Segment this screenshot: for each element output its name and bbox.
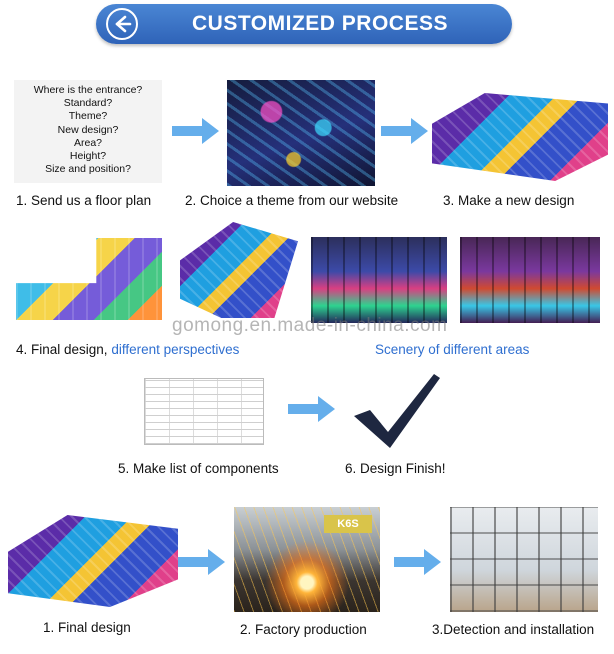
bottom-step-2-caption: 2. Factory production — [240, 622, 367, 637]
question-line: Standard? — [63, 97, 113, 110]
components-list-image — [144, 378, 264, 445]
page-title: CUSTOMIZED PROCESS — [192, 12, 448, 35]
new-design-render — [432, 93, 608, 181]
question-line: Height? — [69, 150, 107, 163]
scenery-image-2 — [460, 237, 600, 323]
final-design-perspective — [180, 222, 298, 318]
step-4-highlight: different perspectives — [111, 342, 240, 357]
step-4-prefix: 4. Final design, — [16, 342, 112, 357]
final-design-topview — [16, 238, 162, 320]
scenery-image-1 — [311, 237, 447, 323]
question-line: New design? — [57, 123, 119, 136]
arrow-right-icon — [381, 117, 429, 145]
question-line: Theme? — [68, 110, 108, 123]
step-6-caption: 6. Design Finish! — [345, 461, 446, 476]
step-4-caption: 4. Final design, different perspectives — [16, 342, 239, 357]
watermark-text: gomong.en.made-in-china.com — [172, 315, 448, 336]
step-1-caption: 1. Send us a floor plan — [16, 193, 152, 208]
question-line: Where is the entrance? — [33, 84, 143, 96]
factory-production-photo: K6S — [234, 507, 380, 612]
floor-plan-questions: Where is the entrance? Standard? Theme? … — [14, 80, 162, 183]
final-design-render — [8, 515, 178, 607]
back-button[interactable] — [106, 8, 138, 40]
question-line: Area? — [73, 136, 103, 149]
bottom-step-1-caption: 1. Final design — [43, 620, 131, 635]
arrow-right-icon — [394, 548, 442, 576]
theme-image — [227, 80, 375, 186]
header-banner — [96, 4, 512, 44]
arrow-right-icon — [172, 117, 220, 145]
arrow-right-icon — [178, 548, 226, 576]
bottom-step-3-caption: 3.Detection and installation — [432, 622, 595, 637]
arrow-right-icon — [288, 395, 336, 423]
checkmark-icon — [352, 370, 442, 455]
step-5-caption: 5. Make list of components — [118, 461, 279, 476]
back-arrow-icon — [115, 15, 132, 33]
installation-photo — [450, 507, 598, 612]
question-line: Size and position? — [45, 163, 131, 176]
scenery-caption: Scenery of different areas — [375, 342, 530, 357]
step-3-caption: 3. Make a new design — [443, 193, 575, 208]
step-2-caption: 2. Choice a theme from our website — [185, 193, 399, 208]
machine-label: K6S — [324, 515, 372, 533]
